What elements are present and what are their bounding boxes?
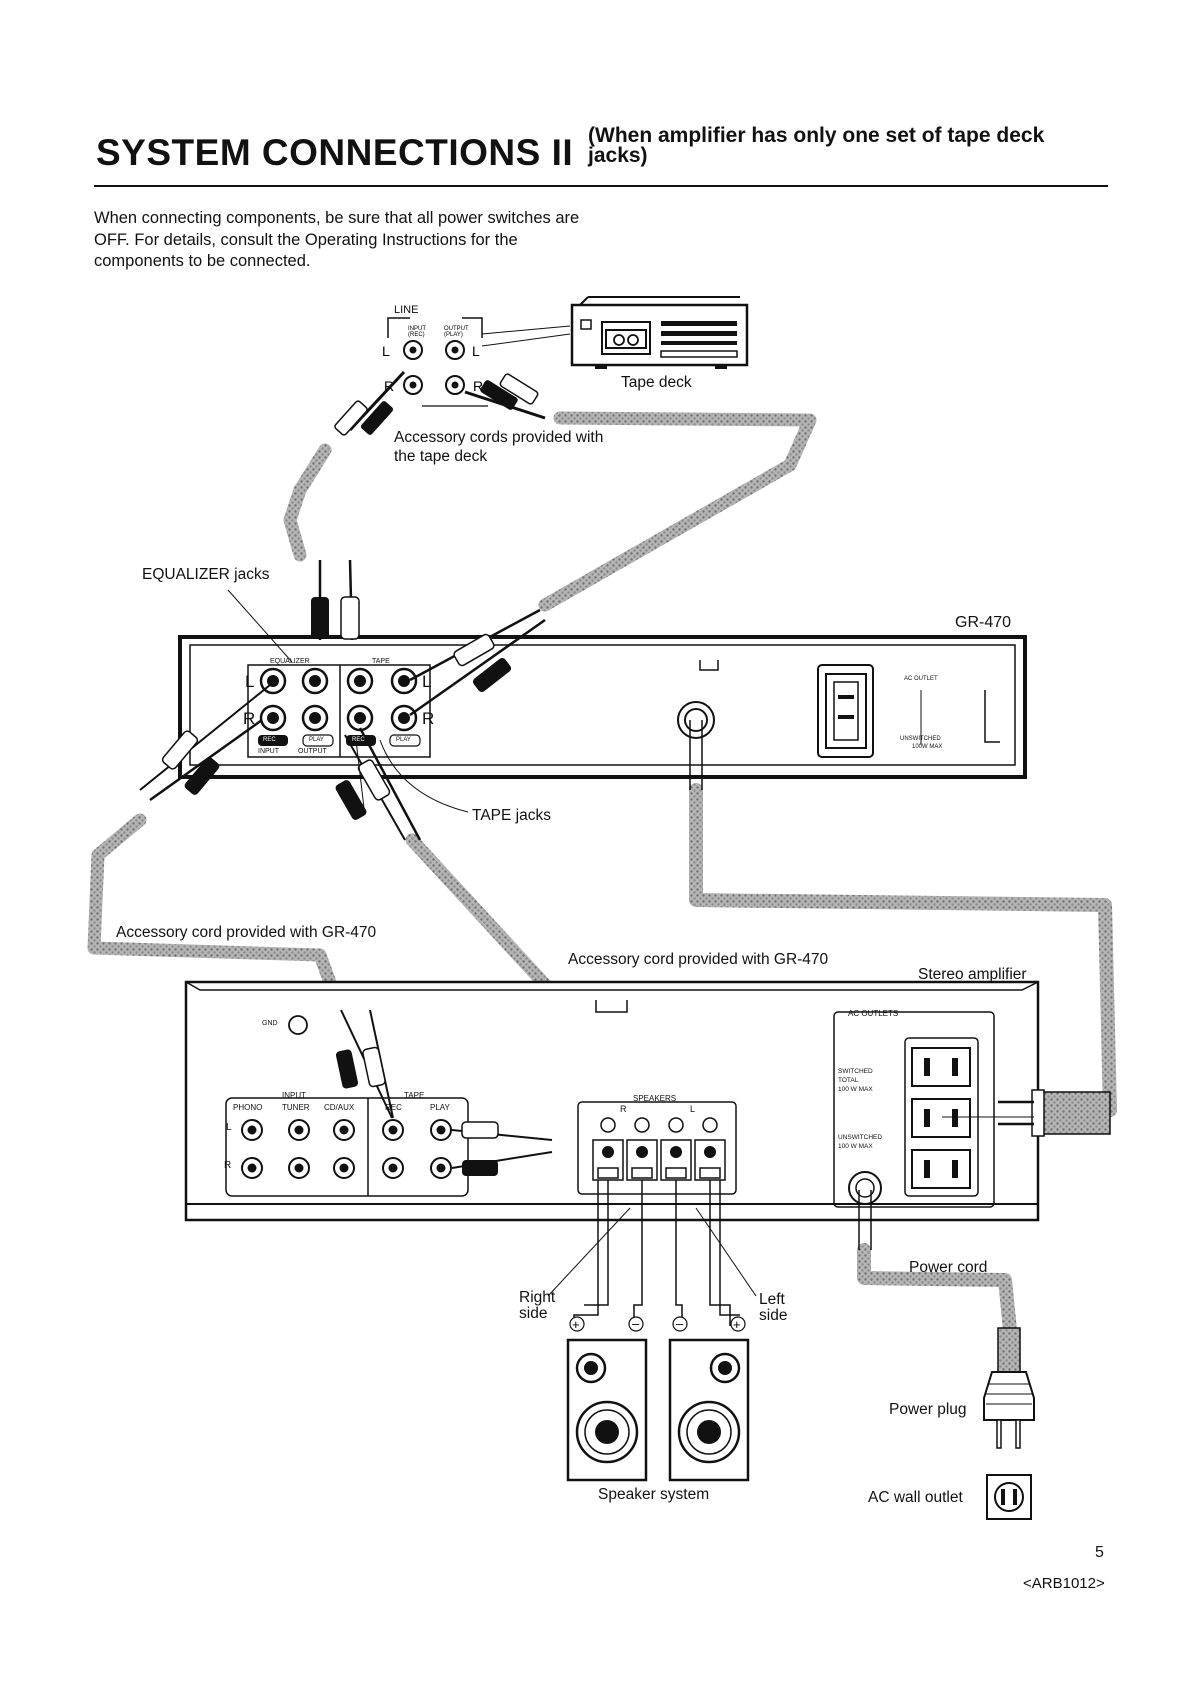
intro-text: When connecting components, be sure that…: [94, 209, 580, 270]
amp-rec-label: REC: [385, 1103, 402, 1112]
amp-switched-label: SWITCHED: [838, 1068, 873, 1075]
amp-play-label: PLAY: [430, 1103, 450, 1112]
svg-text:L: L: [472, 343, 480, 359]
gr470-l-left: L: [245, 672, 255, 691]
accessory-tape-label: Accessory cords provided with: [394, 429, 604, 446]
gr470-input-label: INPUT: [258, 748, 279, 755]
gr470-play-badge-2: PLAY: [396, 737, 411, 743]
line-label: LINE: [394, 304, 419, 316]
gr470-output-label: OUTPUT: [298, 748, 327, 755]
power-cord-label: Power cord: [909, 1259, 988, 1276]
gr470-l-right: L: [422, 672, 432, 691]
amp-tape-label: TAPE: [404, 1091, 425, 1100]
gr470-power-grommet: [677, 701, 715, 739]
accessory-tape-label-2: the tape deck: [394, 448, 488, 465]
gr470-plugs: [139, 559, 546, 841]
page-title: SYSTEM CONNECTIONS II: [96, 132, 574, 173]
tape-deck-input-l-jack: [403, 340, 423, 360]
svg-text:(PLAY): (PLAY): [444, 332, 463, 338]
amp-speakers-r-label: R: [620, 1104, 627, 1114]
speaker-system-label: Speaker system: [598, 1486, 710, 1503]
amp-l-label: L: [226, 1122, 232, 1133]
ac-wall-outlet-label: AC wall outlet: [868, 1489, 963, 1506]
gr470-unswitched-label: UNSWITCHED: [900, 736, 941, 742]
tape-jacks-label: TAPE jacks: [472, 807, 551, 824]
page-number: 5: [1095, 1544, 1104, 1561]
amp-tuner-label: TUNER: [282, 1103, 310, 1112]
gr470-rec-badge-2: REC: [352, 737, 365, 743]
gr470-r-right: R: [422, 709, 435, 728]
amp-input-label: INPUT: [282, 1091, 306, 1100]
gr470-equalizer: [178, 635, 1027, 790]
document-code: <ARB1012>: [1023, 1575, 1105, 1592]
gr470-power-cable: [689, 783, 1117, 1117]
gr470-power-plug-inset: [942, 1089, 1111, 1137]
amp-r-label: R: [224, 1160, 232, 1171]
amp-phono-label: PHONO: [233, 1103, 263, 1112]
gnd-label: GND: [262, 1020, 278, 1027]
svg-text:+: +: [572, 1317, 580, 1332]
gr470-ac-outlet-label: AC OUTLET: [904, 676, 938, 682]
tape-deck: [481, 296, 749, 369]
gr470-tape-label: TAPE: [372, 658, 390, 665]
gr470-equalizer-jacks: [259, 667, 329, 732]
power-plug: [983, 1327, 1035, 1449]
cables: [87, 411, 1117, 1337]
amp-ac-outlets-label: AC OUTLETS: [848, 1009, 899, 1018]
amp-input-jacks: [241, 1119, 452, 1179]
tape-deck-output-l-jack: [445, 340, 465, 360]
gr470-r-left: R: [243, 709, 256, 728]
ac-wall-outlet: [986, 1474, 1032, 1520]
right-side-label: Right side: [519, 1289, 556, 1322]
svg-text:L: L: [382, 343, 390, 359]
amp-total-label: TOTAL: [838, 1077, 859, 1084]
gr470-unswitched-max: 100W MAX: [912, 744, 943, 750]
svg-text:R: R: [473, 378, 483, 394]
tape-deck-output-r-jack: [445, 375, 465, 395]
gnd-terminal: [288, 1015, 308, 1035]
amp-unswitched-label: UNSWITCHED: [838, 1134, 883, 1141]
left-side-label: Left side: [759, 1291, 788, 1324]
speaker-polarity-marks: + – – +: [569, 1316, 746, 1332]
amp-cd-aux-label: CD/AUX: [324, 1103, 355, 1112]
power-plug-label: Power plug: [889, 1401, 967, 1418]
gr470-equalizer-label: EQUALIZER: [270, 658, 310, 665]
tape-deck-plugs: [334, 370, 546, 436]
svg-text:(REC): (REC): [408, 332, 425, 338]
gr470-ac-outlet: [817, 664, 922, 758]
accessory-gr470-right-label: Accessory cord provided with GR-470: [568, 951, 829, 968]
page-subtitle: (When amplifier has only one set of tape…: [588, 124, 1045, 167]
gr470-play-badge-1: PLAY: [309, 737, 324, 743]
tape-deck-input-r-jack: [403, 375, 423, 395]
svg-text:–: –: [676, 1316, 684, 1331]
amp-speakers-l-label: L: [690, 1104, 696, 1114]
amp-speakers-label: SPEAKERS: [633, 1094, 677, 1103]
speaker-right: [566, 1338, 648, 1482]
gr470-rec-badge-1: REC: [263, 737, 276, 743]
svg-text:INPUT: INPUT: [408, 326, 426, 332]
speaker-left: [668, 1338, 750, 1482]
amp-unswitched-max-label: 100 W MAX: [838, 1143, 873, 1150]
svg-text:–: –: [632, 1316, 640, 1331]
tape-cord-cable-2: [538, 411, 817, 612]
gr470-model-label: GR-470: [955, 614, 1012, 631]
stereo-amplifier-label: Stereo amplifier: [918, 966, 1027, 983]
amp-ac-outlets: [833, 1011, 995, 1250]
title-rule: [94, 185, 1108, 187]
svg-text:+: +: [733, 1317, 741, 1332]
tape-cord-cable: [283, 443, 332, 562]
equalizer-jacks-label: EQUALIZER jacks: [142, 566, 270, 583]
accessory-gr470-left-label: Accessory cord provided with GR-470: [116, 924, 377, 941]
stereo-amplifier: [184, 980, 1111, 1250]
svg-text:OUTPUT: OUTPUT: [444, 326, 469, 332]
gr470-cord-left-cable: [87, 813, 347, 1017]
amp-total-max-label: 100 W MAX: [838, 1086, 873, 1093]
amp-power-cable: [857, 1243, 1017, 1337]
tape-deck-label: Tape deck: [621, 374, 692, 391]
